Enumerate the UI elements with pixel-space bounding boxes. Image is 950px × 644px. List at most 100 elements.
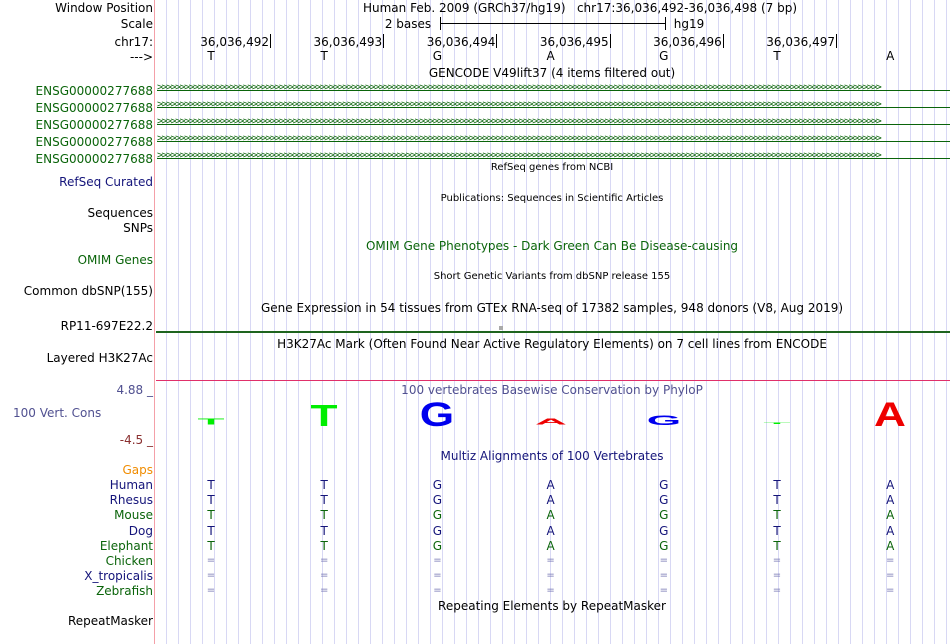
- alignment-base: A: [886, 478, 895, 492]
- gtex-title: Gene Expression in 54 tissues from GTEx …: [260, 301, 844, 315]
- phylop-logo-letter: G: [646, 412, 681, 428]
- position-tick: [383, 34, 385, 48]
- label-omim[interactable]: OMIM Genes: [77, 253, 153, 267]
- species-label-zebrafish[interactable]: Zebrafish: [96, 584, 153, 599]
- alignment-base: T: [773, 523, 781, 538]
- label-snps[interactable]: SNPs: [123, 221, 153, 235]
- alignment-base: =: [772, 585, 782, 597]
- position-label: 36,036,494: [426, 35, 496, 49]
- alignment-base: T: [320, 523, 328, 538]
- label-h3k27ac[interactable]: Layered H3K27Ac: [46, 351, 153, 365]
- label-sequences[interactable]: Sequences: [87, 206, 153, 220]
- species-label-dog[interactable]: Dog: [128, 523, 153, 538]
- alignment-base: G: [432, 508, 443, 523]
- alignment-base: =: [659, 570, 668, 582]
- alignment-base: A: [546, 538, 555, 553]
- label-repeatmasker[interactable]: RepeatMasker: [67, 614, 153, 628]
- alignment-base: G: [432, 478, 443, 492]
- strand-arrows-icon: >>>>>>>>>>>>>>>>>>>>>>>>>>>>>>>>>>>>>>>>…: [157, 82, 882, 93]
- label-cons-max: 4.88 _: [116, 383, 153, 397]
- sequence-base: T: [207, 49, 215, 63]
- label-cons-min: -4.5 _: [119, 433, 153, 447]
- position-label: 36,036,496: [653, 35, 722, 49]
- alignment-base: A: [886, 493, 895, 508]
- species-label-human[interactable]: Human: [109, 478, 153, 492]
- gtex-marker: [499, 326, 503, 330]
- species-label-elephant[interactable]: Elephant: [99, 538, 153, 553]
- alignment-base: =: [885, 585, 895, 597]
- gene-line: [157, 141, 950, 142]
- scale-bar-right-end: [665, 17, 666, 30]
- position-tick: [270, 34, 271, 48]
- h3k27ac-title: H3K27Ac Mark (Often Found Near Active Re…: [277, 337, 827, 351]
- phylop-logo-letter: G: [420, 396, 455, 434]
- alignment-base: =: [772, 570, 782, 582]
- refseq-title: RefSeq genes from NCBI: [490, 162, 614, 173]
- strand-arrows-icon: >>>>>>>>>>>>>>>>>>>>>>>>>>>>>>>>>>>>>>>>…: [157, 116, 882, 127]
- alignment-base: =: [546, 555, 555, 566]
- label-gtex-gene[interactable]: RP11-697E22.2: [60, 319, 153, 333]
- alignment-base: T: [207, 478, 215, 492]
- alignment-base: =: [319, 570, 329, 582]
- alignment-base: =: [319, 555, 329, 566]
- gene-label[interactable]: ENSG00000277688: [35, 84, 153, 98]
- alignment-base: T: [207, 493, 215, 508]
- alignment-base: T: [207, 523, 215, 538]
- alignment-base: G: [659, 478, 669, 492]
- species-label-mouse[interactable]: Mouse: [114, 508, 153, 523]
- label-divider: [154, 0, 155, 644]
- gene-label[interactable]: ENSG00000277688: [35, 101, 153, 115]
- label-refseq[interactable]: RefSeq Curated: [59, 175, 153, 189]
- gene-label[interactable]: ENSG00000277688: [35, 118, 153, 132]
- phylop-title: 100 vertebrates Basewise Conservation by…: [401, 383, 703, 397]
- alignment-base: G: [432, 523, 443, 538]
- label-gaps: Gaps: [122, 463, 153, 477]
- h3k27ac-baseline: [156, 380, 950, 381]
- gene-line: [157, 158, 950, 159]
- scale-db: hg19: [673, 17, 705, 31]
- alignment-base: T: [320, 508, 328, 523]
- label-cons[interactable]: 100 Vert. Cons: [13, 406, 102, 420]
- gene-feature[interactable]: >>>>>>>>>>>>>>>>>>>>>>>>>>>>>>>>>>>>>>>>…: [157, 82, 950, 97]
- label-strand[interactable]: --->: [129, 50, 153, 64]
- alignment-base: G: [432, 538, 443, 553]
- alignment-base: =: [433, 555, 442, 566]
- gene-feature[interactable]: >>>>>>>>>>>>>>>>>>>>>>>>>>>>>>>>>>>>>>>>…: [157, 99, 950, 114]
- alignment-base: T: [320, 538, 328, 553]
- gene-label[interactable]: ENSG00000277688: [35, 152, 153, 166]
- sequence-base: G: [659, 49, 669, 63]
- strand-arrows-icon: >>>>>>>>>>>>>>>>>>>>>>>>>>>>>>>>>>>>>>>>…: [157, 150, 882, 161]
- gene-feature[interactable]: >>>>>>>>>>>>>>>>>>>>>>>>>>>>>>>>>>>>>>>>…: [157, 116, 950, 131]
- alignment-base: T: [773, 478, 781, 492]
- phylop-logo-letter: T: [310, 398, 338, 433]
- label-dbsnp[interactable]: Common dbSNP(155): [23, 284, 153, 298]
- alignment-base: =: [659, 585, 668, 597]
- gene-label[interactable]: ENSG00000277688: [35, 135, 153, 149]
- alignment-base: G: [432, 493, 443, 508]
- species-label-chicken[interactable]: Chicken: [105, 554, 153, 568]
- alignment-base: T: [207, 538, 215, 553]
- gene-feature[interactable]: >>>>>>>>>>>>>>>>>>>>>>>>>>>>>>>>>>>>>>>>…: [157, 133, 950, 148]
- alignment-base: =: [546, 585, 555, 597]
- sequence-base: T: [320, 49, 328, 63]
- scale-bar: [440, 23, 666, 24]
- gene-feature[interactable]: >>>>>>>>>>>>>>>>>>>>>>>>>>>>>>>>>>>>>>>>…: [157, 150, 950, 165]
- scale-bar-left-end: [440, 17, 441, 30]
- alignment-base: G: [659, 493, 669, 508]
- sequence-base: T: [773, 49, 781, 63]
- species-label-rhesus[interactable]: Rhesus: [109, 493, 153, 508]
- repeatmasker-title: Repeating Elements by RepeatMasker: [438, 599, 666, 613]
- alignment-base: =: [433, 585, 442, 597]
- position-label: 36,036,493: [313, 35, 383, 49]
- alignment-base: A: [546, 493, 555, 508]
- alignment-base: T: [320, 478, 328, 492]
- alignment-base: A: [886, 523, 895, 538]
- alignment-base: =: [546, 570, 555, 582]
- position-label: 36,036,492: [200, 35, 269, 49]
- alignment-base: G: [659, 538, 669, 553]
- phylop-logo-letter: T: [763, 422, 791, 425]
- species-label-x_tropicalis[interactable]: X_tropicalis: [84, 569, 153, 584]
- gene-line: [157, 107, 950, 108]
- phylop-logo-letter: A: [534, 417, 567, 427]
- label-window-position: Window Position: [55, 1, 153, 15]
